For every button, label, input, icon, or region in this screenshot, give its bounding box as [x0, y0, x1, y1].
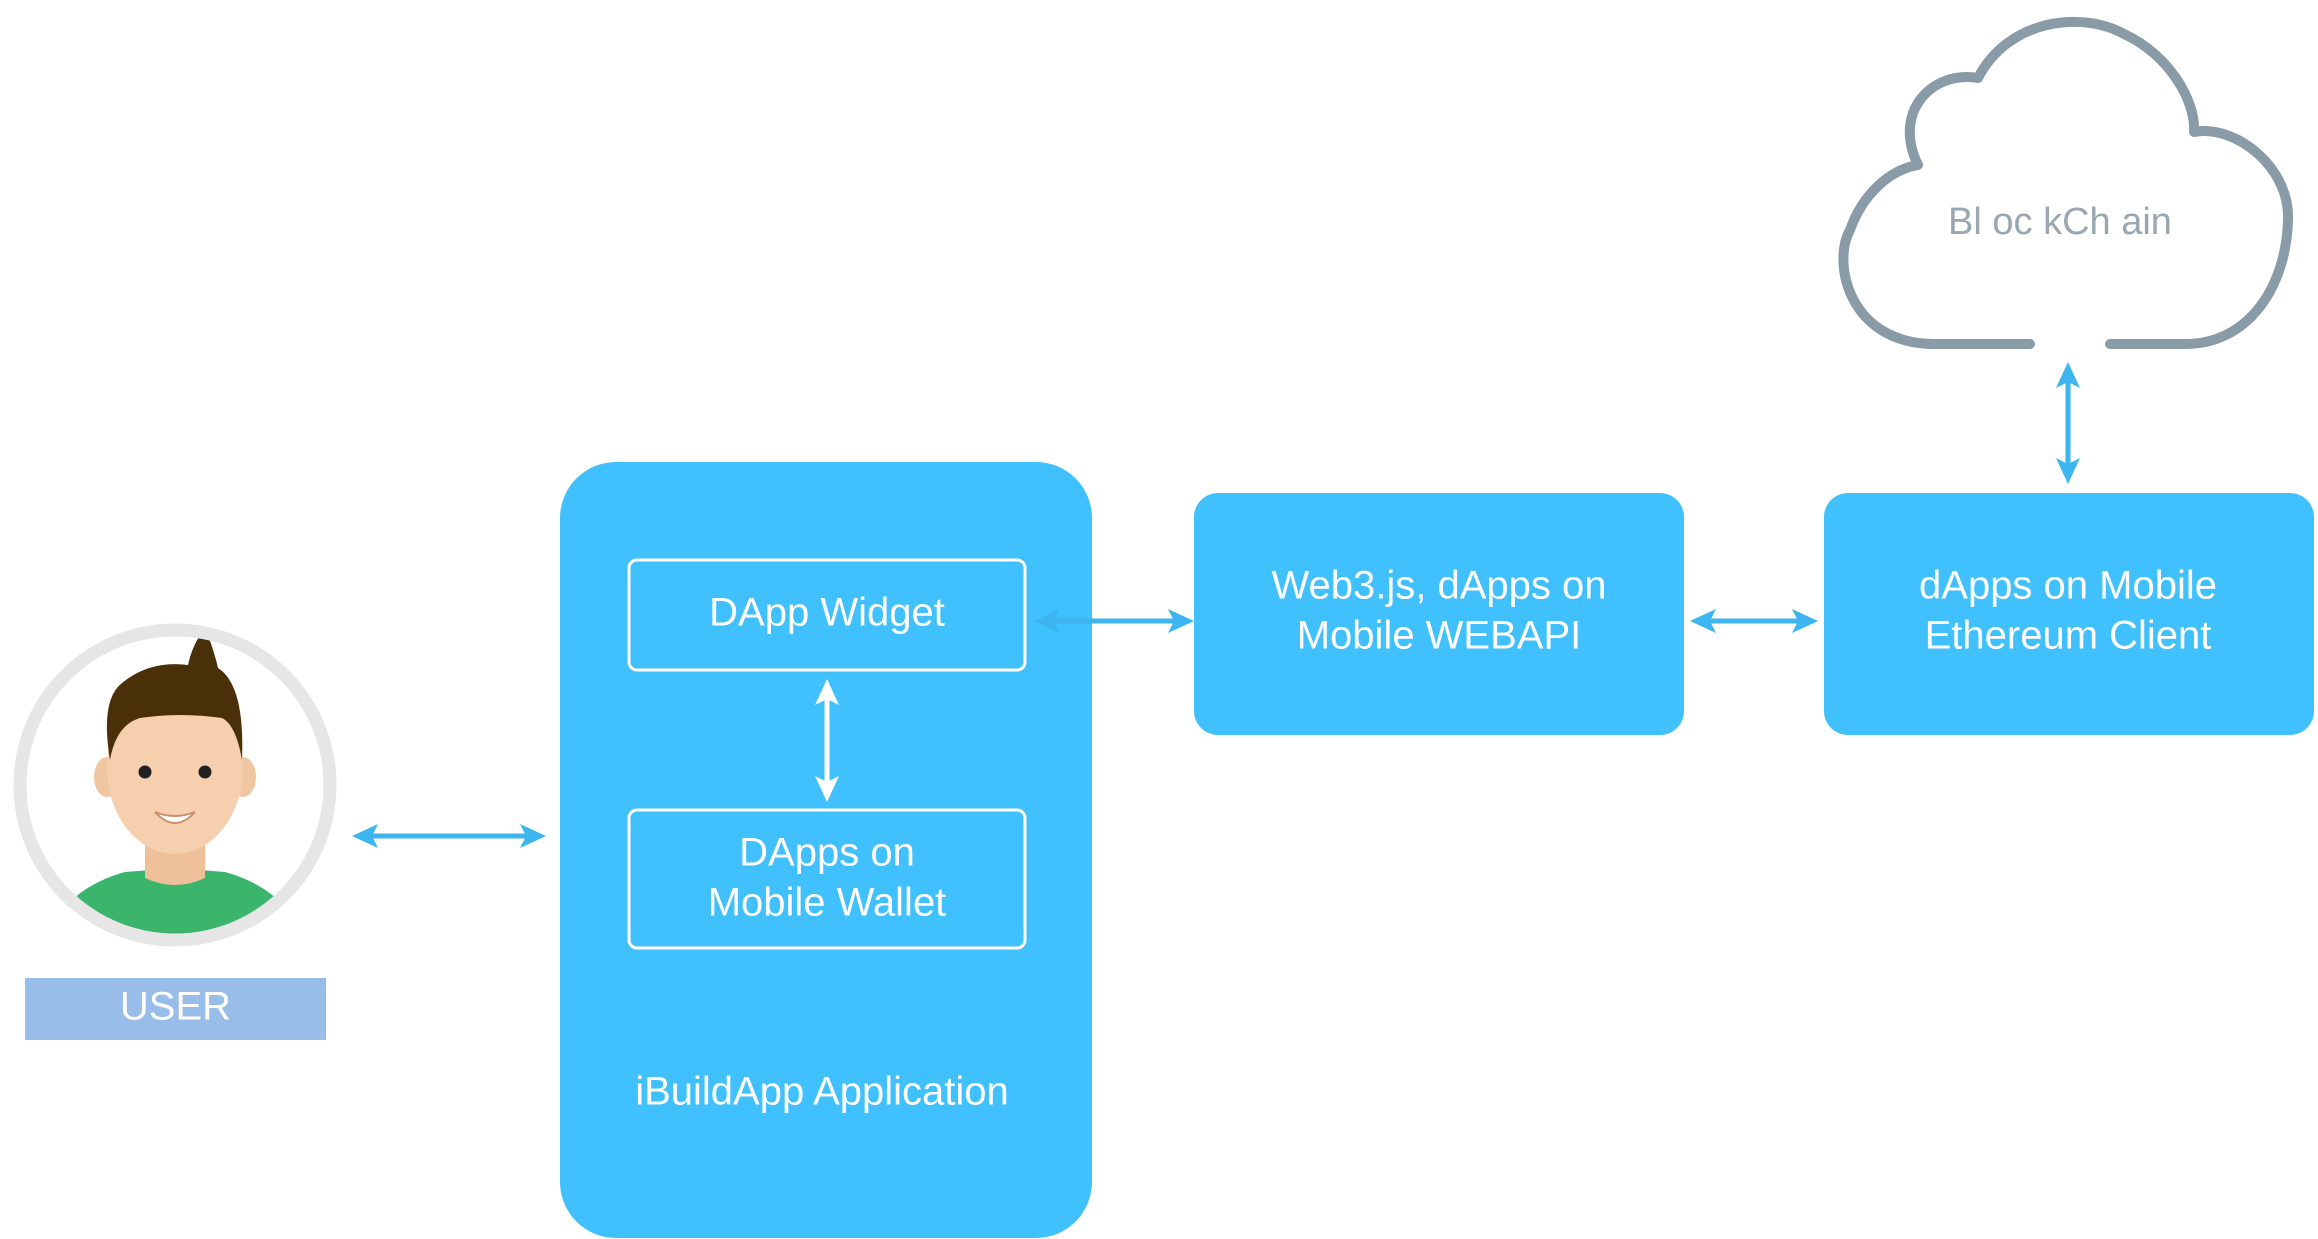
app-title: iBuildApp Application	[635, 1070, 1009, 1114]
ethereum-client-line1: dApps on Mobile	[1919, 564, 2217, 608]
ethereum-client-box	[1824, 493, 2314, 735]
avatar-ring	[13, 623, 337, 947]
double-arrow-icon	[1690, 609, 1818, 633]
user-label: USER	[120, 985, 231, 1029]
dapps-mobile-wallet-box	[627, 808, 1027, 950]
cloud-icon	[1838, 16, 2294, 349]
double-arrow-icon	[815, 679, 839, 802]
user-avatar-icon	[13, 623, 337, 947]
webapi-box	[1194, 493, 1684, 735]
app-container	[560, 462, 1092, 1238]
double-arrow-icon	[352, 824, 546, 848]
double-arrow-icon	[1034, 609, 1194, 633]
user-label-background	[25, 978, 326, 1040]
blockchain-label: Bl oc kCh ain	[1948, 201, 2172, 243]
webapi-line2: Mobile WEBAPI	[1297, 614, 1582, 658]
dapp-widget-label: DApp Widget	[709, 591, 945, 635]
webapi-line1: Web3.js, dApps on	[1271, 564, 1606, 608]
dapp-widget-box	[627, 558, 1027, 672]
ethereum-client-line2: Ethereum Client	[1925, 614, 2212, 658]
double-arrow-icon	[2056, 362, 2080, 484]
dapps-mobile-wallet-line2: Mobile Wallet	[708, 881, 947, 925]
dapps-mobile-wallet-line1: DApps on	[739, 831, 915, 875]
